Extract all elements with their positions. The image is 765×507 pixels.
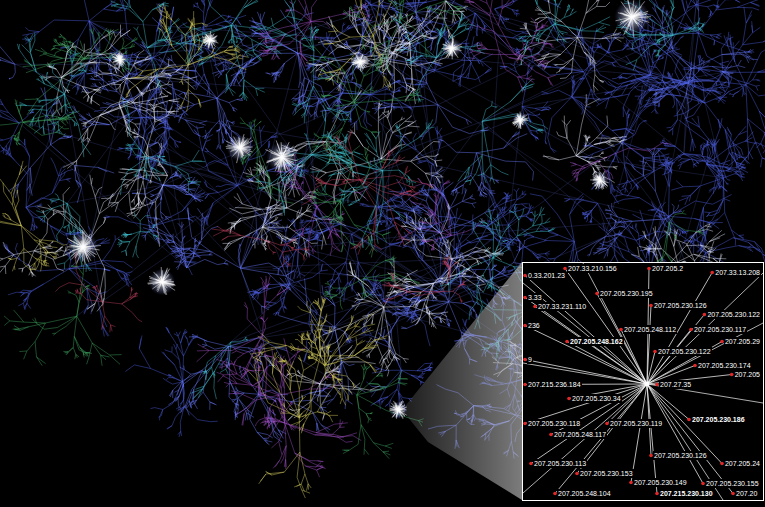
hub-rays — [590, 171, 609, 190]
link-line — [525, 384, 647, 424]
ip-address: 207.205.230.195 — [599, 289, 654, 298]
link-line — [607, 384, 647, 424]
hub-rays — [226, 134, 253, 163]
hub-dot — [645, 382, 649, 386]
ip-address: 3.33 — [527, 293, 543, 302]
ip-address: 207.33.13.208 — [714, 268, 761, 277]
hub-rays — [67, 230, 101, 265]
ip-address: 207.215.236.184 — [527, 380, 582, 389]
ip-address: 207.205.230.155 — [705, 479, 760, 488]
ip-address: 207.205.230.126 — [653, 451, 708, 460]
hub-rays — [442, 37, 463, 60]
ip-address: 207.27.35 — [659, 380, 692, 389]
link-line — [631, 384, 647, 483]
ip-address: 207.205.248.112 — [623, 325, 677, 334]
hub-rays — [147, 267, 175, 295]
ip-address: 207.205.2 — [651, 264, 684, 273]
hub-rays — [512, 112, 529, 129]
ip-address: 236 — [527, 321, 541, 330]
link-line — [647, 384, 703, 484]
ip-address: 207.205.230.149 — [633, 478, 688, 487]
network-branches — [0, 0, 406, 498]
ip-address: 207.205 — [734, 370, 761, 379]
ip-address: 9 — [527, 355, 533, 364]
hub-rays — [112, 51, 126, 69]
ip-address: 207.205.230.174 — [697, 361, 752, 370]
ip-address: 207.205.230.126 — [653, 301, 708, 310]
ip-address: 207.205.24 — [724, 459, 761, 468]
ip-address: 207.205.230.122 — [657, 347, 712, 356]
ip-address: 207.215.230.130 — [659, 489, 714, 498]
link-line — [583, 263, 647, 384]
link-line — [647, 384, 689, 420]
zoom-inset: 207.33.210.156 207.205.2 207.33.13.208 0.33… — [522, 262, 764, 501]
ip-address: 207.205.248.104 — [557, 489, 612, 498]
ip-address: 207.205.230.113 — [533, 459, 587, 468]
link-line — [525, 326, 647, 385]
hub-rays — [351, 53, 370, 71]
link-line — [647, 306, 651, 385]
network-branches — [55, 131, 466, 333]
zoom-wedge — [402, 262, 522, 500]
ip-address: 207.20 — [735, 489, 758, 498]
ip-address: 207.33.210.156 — [567, 264, 618, 273]
hub-glow — [351, 53, 369, 71]
link-line — [647, 352, 655, 385]
hub-rays — [202, 31, 218, 48]
ip-address: 207.205.29 — [724, 337, 761, 346]
ip-address: 207.205.248.162 — [569, 337, 624, 346]
hub-rays — [265, 140, 297, 172]
link-line — [567, 342, 647, 385]
ip-address: 207.205.230.122 — [706, 310, 761, 319]
ip-address: 0.33.201.23 — [527, 271, 566, 280]
link-line — [621, 330, 647, 385]
ip-address: 207.33.231.110 — [537, 302, 587, 311]
hub-glow — [591, 171, 609, 189]
link-line — [525, 298, 647, 385]
network-branches — [16, 0, 705, 399]
ip-address: 207.205.230.34 — [571, 394, 622, 403]
ip-address: 207.205.230.119 — [609, 419, 663, 428]
ip-address: 207.205.248.117 — [553, 430, 607, 439]
ip-address: 207.205.230.153 — [579, 469, 634, 478]
network-branches — [0, 0, 765, 437]
ip-address: 207.205.230.117 — [693, 325, 747, 334]
ip-address: 207.205.230.118 — [527, 419, 581, 428]
ip-address: 207.205.230.186 — [691, 415, 746, 424]
hub-rays — [616, 0, 651, 37]
link-line — [523, 384, 647, 493]
